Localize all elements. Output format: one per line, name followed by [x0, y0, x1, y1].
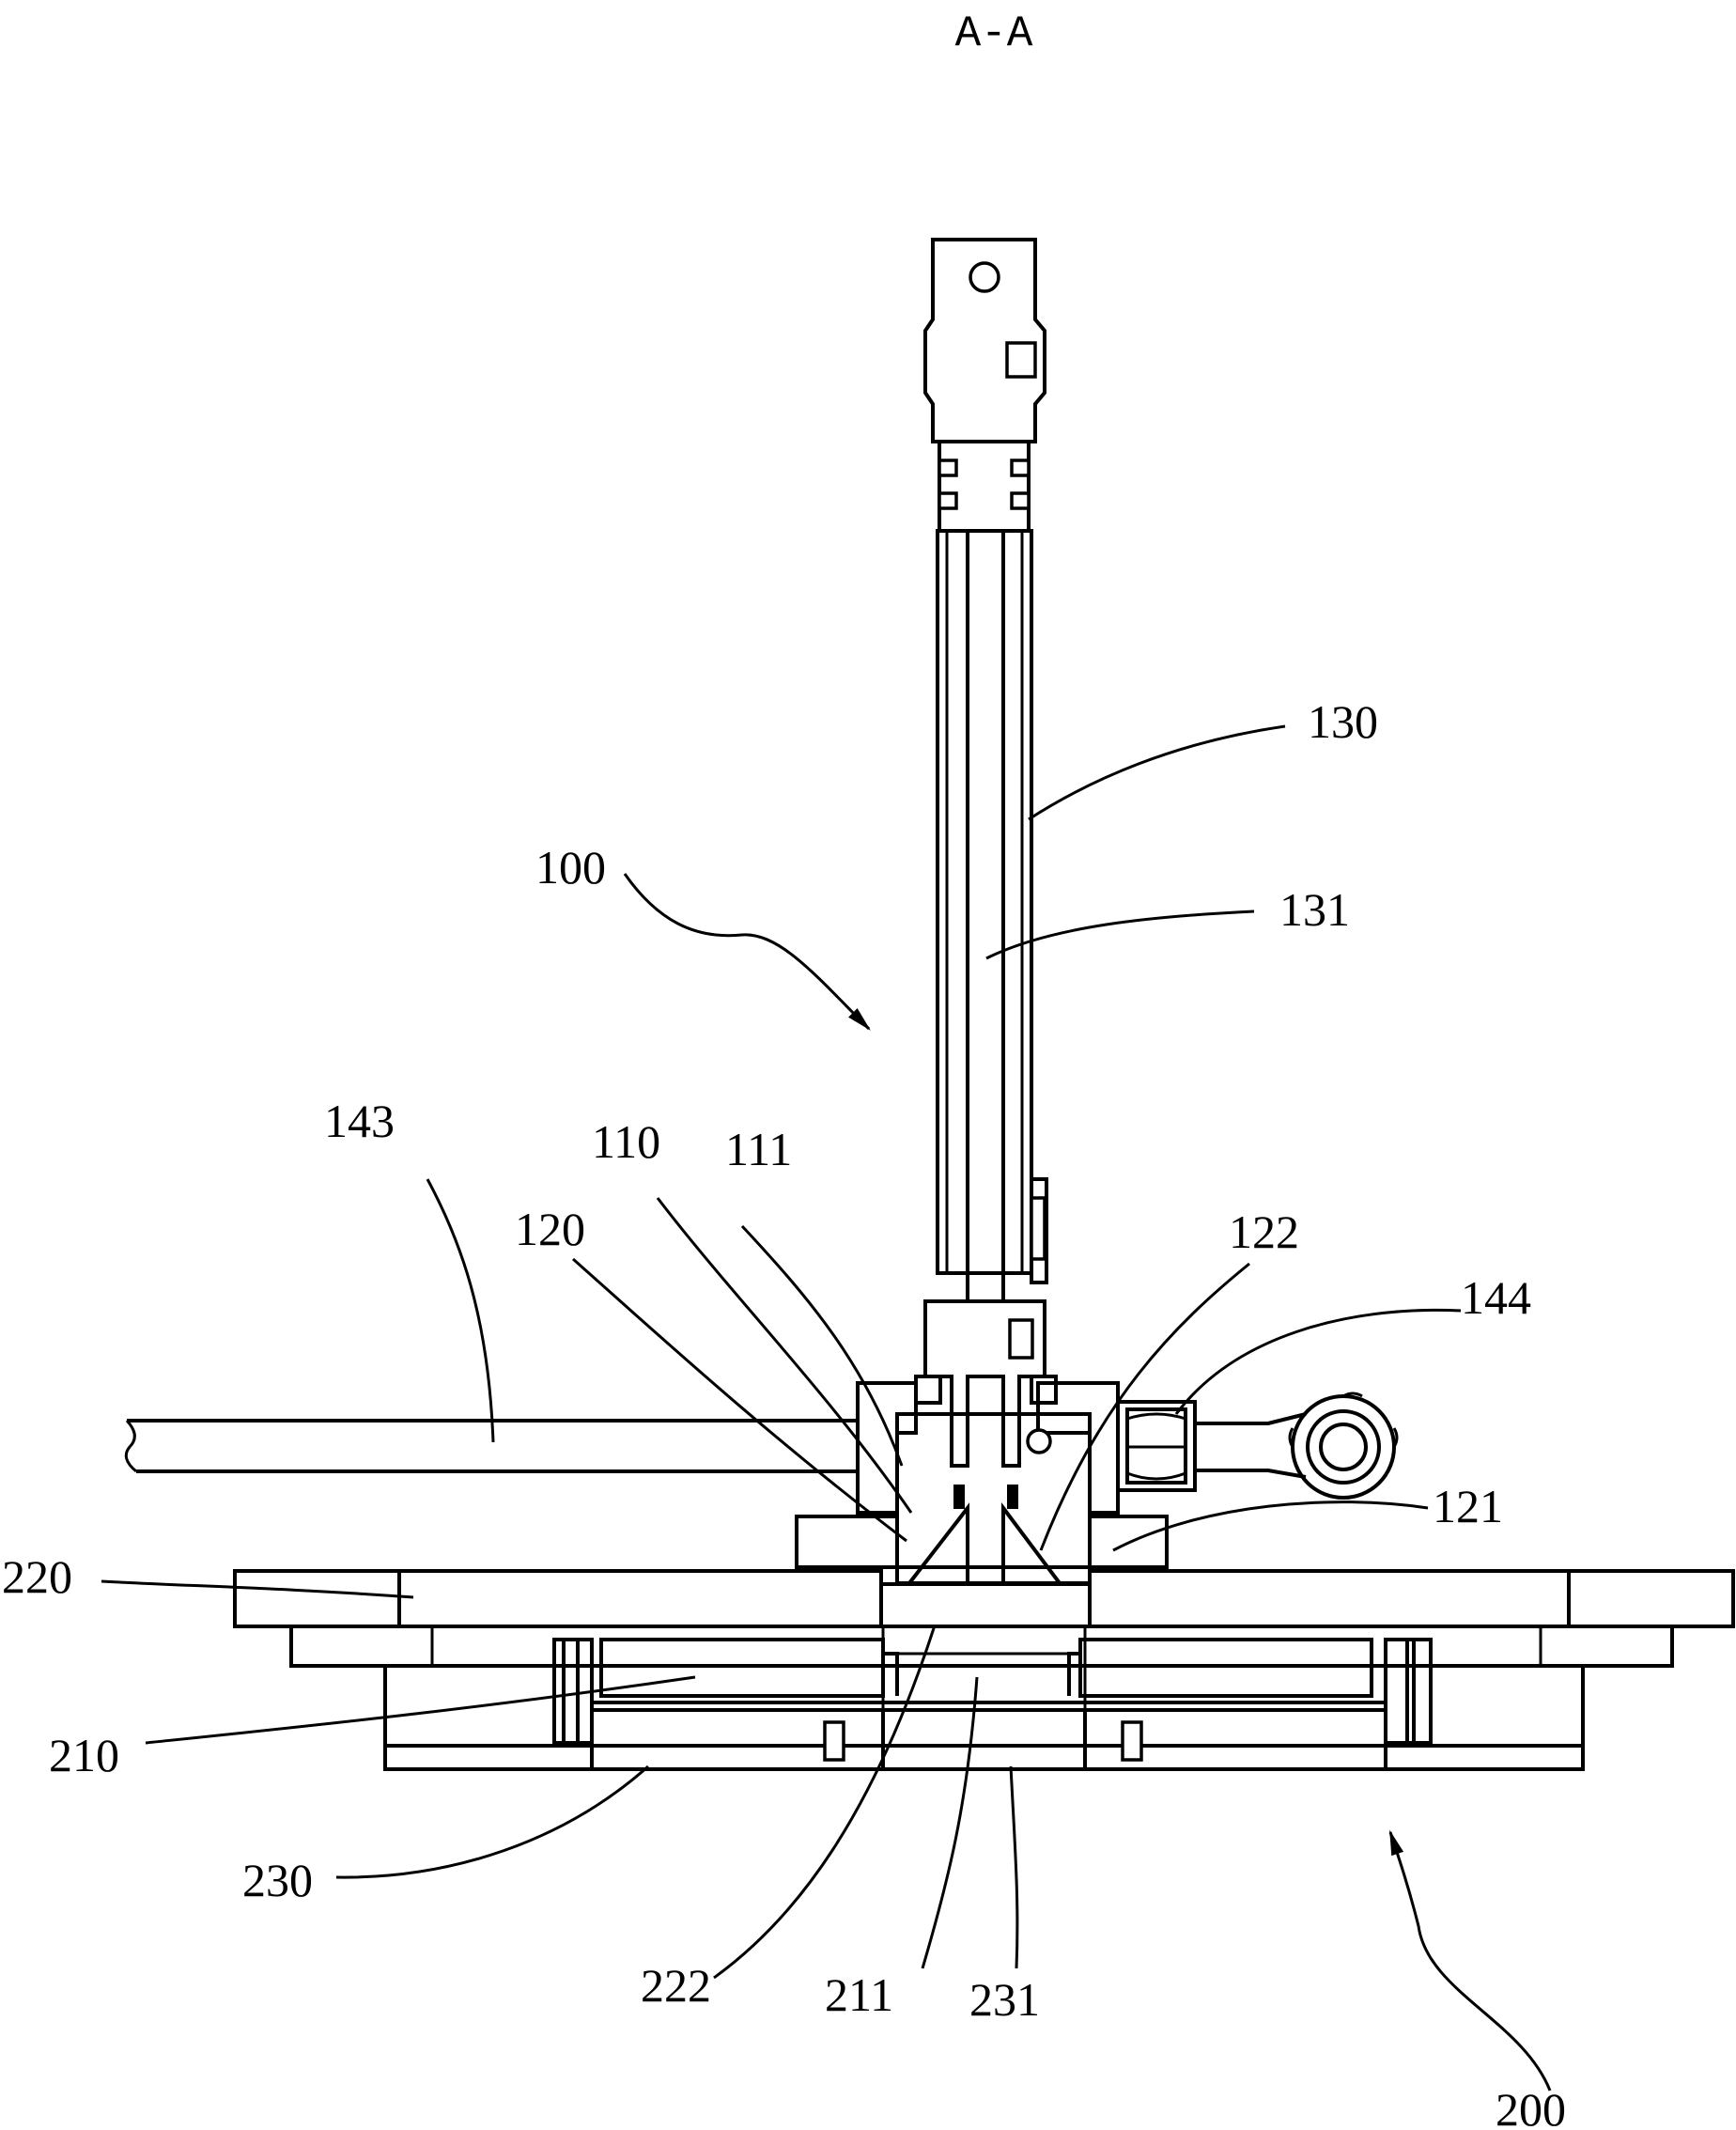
label-121: 121	[1433, 1480, 1503, 1532]
base-plate	[233, 1569, 1735, 1771]
fitting-144	[1116, 1391, 1399, 1500]
label-111: 111	[725, 1123, 792, 1175]
label-143: 143	[324, 1095, 395, 1147]
label-230: 230	[242, 1854, 313, 1906]
label-122: 122	[1229, 1205, 1299, 1258]
label-222: 222	[641, 1959, 711, 2012]
label-144: 144	[1461, 1271, 1531, 1324]
label-210: 210	[49, 1729, 119, 1781]
section-title: A-A	[955, 9, 1033, 58]
rod-assembly	[923, 238, 1048, 1468]
label-231: 231	[969, 1973, 1040, 2026]
leader-lines	[101, 724, 1552, 2091]
label-220: 220	[2, 1550, 72, 1603]
part-labels: 130 131 100 143 110 111 120 122 144 121 …	[2, 695, 1566, 2130]
label-120: 120	[515, 1203, 585, 1255]
valve-body	[795, 1375, 1169, 1628]
label-131: 131	[1279, 883, 1350, 936]
label-110: 110	[592, 1115, 660, 1168]
label-200: 200	[1496, 2083, 1566, 2130]
label-211: 211	[825, 1968, 893, 2021]
label-130: 130	[1308, 695, 1378, 748]
label-100: 100	[535, 841, 606, 894]
